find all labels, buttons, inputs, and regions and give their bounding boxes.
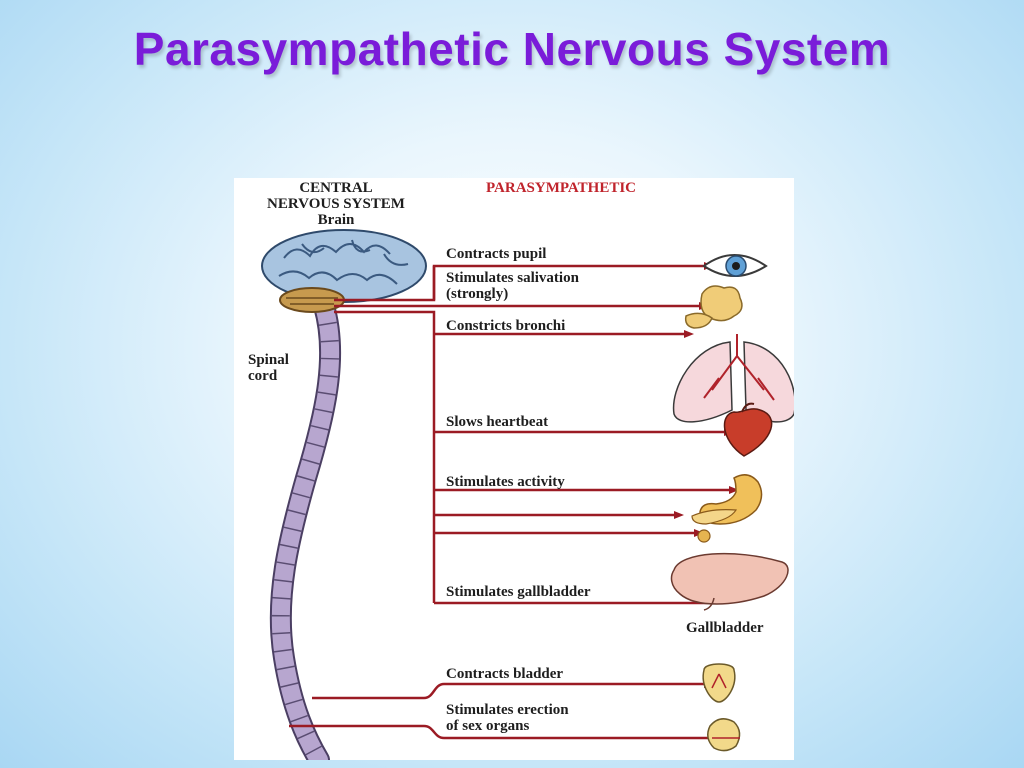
effect-label-line1: Stimulates salivation xyxy=(446,270,579,286)
cns-label-line3: Brain xyxy=(317,212,355,228)
parasympathetic-heading: PARASYMPATHETIC xyxy=(486,180,636,196)
cns-label: CENTRAL NERVOUS SYSTEM Brain xyxy=(234,180,438,228)
effect-stimulates-gallbladder: Stimulates gallbladder xyxy=(446,584,591,600)
eye-illustration xyxy=(702,254,768,277)
spinal-cord-label-line1: Spinal xyxy=(248,352,289,368)
effect-contracts-bladder: Contracts bladder xyxy=(446,666,564,682)
spinal-cord xyxy=(269,295,342,760)
effect-constricts-bronchi: Constricts bronchi xyxy=(446,318,566,334)
cns-label-line1: CENTRAL xyxy=(299,180,373,196)
lungs-illustration xyxy=(672,334,794,423)
liver-illustration xyxy=(670,552,789,611)
effect-contracts-pupil: Contracts pupil xyxy=(446,246,547,262)
effect-slows-heartbeat: Slows heartbeat xyxy=(446,414,549,430)
nerve-pathways xyxy=(289,264,729,740)
salivary-glands-illustration xyxy=(684,285,743,329)
diagram-panel: CENTRAL NERVOUS SYSTEM Brain PARASYMPATH… xyxy=(234,178,794,760)
heart-illustration xyxy=(723,402,773,457)
reproductive-organs-illustration xyxy=(707,718,741,752)
effect-label-line1: Stimulates erection xyxy=(446,702,569,718)
effect-stimulates-activity: Stimulates activity xyxy=(446,474,565,490)
slide-title: Parasympathetic Nervous System xyxy=(133,23,891,75)
effect-label-line2: of sex organs xyxy=(446,718,530,734)
diagram-graphics xyxy=(261,229,794,760)
brain-illustration xyxy=(261,229,427,313)
effect-label-line2: (strongly) xyxy=(446,286,509,302)
spinal-cord-label-line2: cord xyxy=(248,368,278,384)
cns-label-line2: NERVOUS SYSTEM xyxy=(267,196,405,212)
spinal-cord-label: Spinal cord xyxy=(248,352,289,384)
gallbladder-label: Gallbladder xyxy=(686,620,764,636)
bladder-illustration xyxy=(702,663,736,703)
effect-stimulates-erection: Stimulates erection of sex organs xyxy=(446,702,569,734)
digestive-organs-illustration xyxy=(691,474,763,543)
effect-stimulates-salivation: Stimulates salivation (strongly) xyxy=(446,270,579,302)
